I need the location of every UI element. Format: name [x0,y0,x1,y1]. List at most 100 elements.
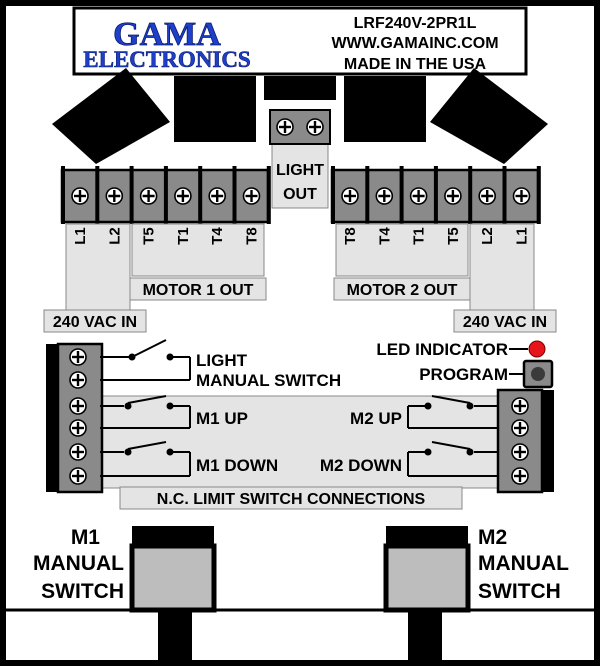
terminal-screw-left-l2[interactable] [105,186,124,206]
terminal-label-right-l2: L2 [479,227,496,245]
side-strip-left-back [46,344,60,492]
light-out-line2: OUT [283,186,317,203]
vac-left-panel [65,223,131,313]
terminal-divider [433,166,438,224]
motor1-out-label: MOTOR 1 OUT [143,282,254,299]
side-screw-left-5[interactable] [68,442,88,462]
side-strip-right-back [540,390,554,492]
limit-switch-panel [99,395,499,489]
switch-contacts [124,353,474,456]
relay-block-left [174,76,256,142]
side-screw-left-2[interactable] [68,370,88,390]
m1-switch-stem [158,608,192,666]
side-screw-left-4[interactable] [68,418,88,438]
website: WWW.GAMAINC.COM [331,35,498,52]
side-screw-left-1[interactable] [68,347,88,367]
terminal-label-left-l1: L1 [72,227,89,245]
m2-switch-collar [386,526,468,548]
terminal-divider [502,166,507,224]
terminal-divider [536,166,541,224]
motor2-out-label: MOTOR 2 OUT [347,282,458,299]
terminal-label-left-t8: T8 [244,227,261,245]
m1-down-label: M1 DOWN [196,456,278,475]
side-screw-right-1[interactable] [510,396,530,416]
m2-up-label: M2 UP [350,409,402,428]
terminal-label-right-t4: T4 [376,227,393,245]
motor2-label-box [333,277,471,301]
m1-manual-line3: SWITCH [41,580,124,603]
terminal-divider [95,166,100,224]
terminal-screw-right-t8[interactable] [340,186,360,206]
limit-switch-label-box [119,486,463,510]
terminal-divider [198,166,203,224]
terminal-screw-left-t1[interactable] [173,186,193,206]
m2-manual-line1: M2 [478,526,507,549]
terminal-screw-right-t5[interactable] [443,186,463,206]
m2-switch-stem [408,608,442,666]
brand-line1: GAMA [113,16,221,53]
terminal-label-right-l1: L1 [514,227,531,245]
terminal-label-right-t1: T1 [411,227,428,245]
terminal-divider [266,166,271,224]
terminal-divider [468,166,473,224]
terminal-divider [399,166,404,224]
side-screw-right-3[interactable] [510,442,530,462]
header-box [72,6,528,76]
relay-block-left-angled [52,68,170,164]
program-button-cap[interactable] [531,367,545,381]
vac-right-label: 240 VAC IN [463,314,547,331]
side-screw-left-6[interactable] [68,466,88,486]
motor1-panel [131,223,265,277]
terminal-screw-right-l2[interactable] [478,186,497,206]
m1-manual-line1: M1 [71,526,100,549]
m2-manual-line3: SWITCH [478,580,561,603]
light-out-line1: LIGHT [276,162,324,179]
side-screw-left-3[interactable] [68,396,88,416]
terminal-screw-left-t8[interactable] [242,186,261,206]
model-number: LRF240V-2PR1L [354,15,477,32]
terminal-label-left-l2: L2 [106,227,123,245]
side-strip-left-body [56,342,104,494]
led-indicator-label: LED INDICATOR [376,340,508,359]
motor2-panel [335,223,469,277]
light-switch-line1: LIGHT [196,351,248,370]
m1-up-label: M1 UP [196,409,248,428]
terminal-divider [331,166,335,224]
terminal-screw-left-l1[interactable] [70,186,90,206]
terminal-screw-left-t5[interactable] [139,186,158,206]
terminal-screw-left-t4[interactable] [207,186,227,206]
terminal-screw-right-t1[interactable] [409,186,428,206]
terminal-divider [365,166,370,224]
terminal-divider [232,166,237,224]
relay-block-right-angled [430,68,548,164]
terminal-screw-right-l1[interactable] [512,186,531,206]
side-screw-right-2[interactable] [510,418,530,438]
vac-left-label-box [43,309,147,333]
light-out-panel [271,141,329,209]
led-indicator-light [528,340,546,358]
terminal-label-left-t1: T1 [175,227,192,245]
relay-block-right [344,76,426,142]
relay-block-center [264,76,336,100]
terminal-label-left-t5: T5 [141,227,158,245]
terminal-divider [163,166,168,224]
m1-switch-collar [132,526,214,548]
program-label: PROGRAM [419,365,508,384]
terminal-screw-right-t4[interactable] [375,186,394,206]
m2-down-label: M2 DOWN [320,456,402,475]
vac-right-panel [469,223,535,313]
made-in-usa: MADE IN THE USA [344,56,487,73]
m2-switch-button[interactable] [383,543,471,613]
terminal-label-right-t5: T5 [445,227,462,245]
side-screw-right-4[interactable] [510,466,530,486]
terminal-divider [61,166,65,224]
terminal-divider [129,166,134,224]
vac-right-label-box [453,309,557,333]
limit-switch-label: N.C. LIMIT SWITCH CONNECTIONS [157,491,426,508]
m1-switch-button[interactable] [129,543,217,613]
m2-manual-line2: MANUAL [478,552,569,575]
light-switch-line2: MANUAL SWITCH [196,371,341,390]
